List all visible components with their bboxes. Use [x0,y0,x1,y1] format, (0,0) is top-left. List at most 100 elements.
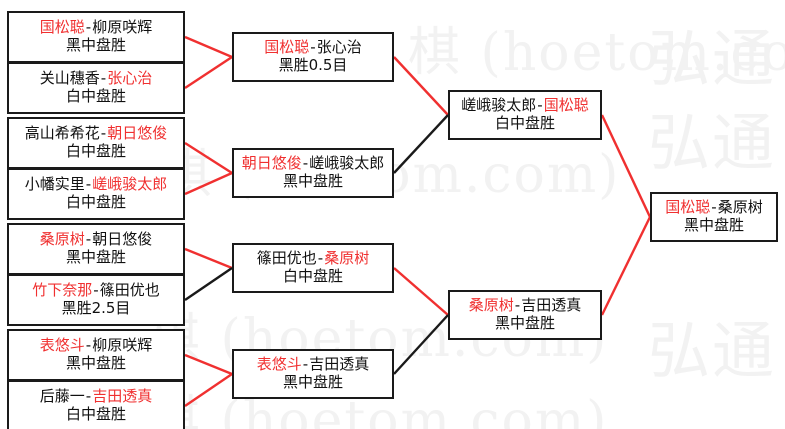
bracket-connector [184,373,233,407]
match-result: 白中盘胜 [282,267,343,285]
player-right: 桑原树 [717,198,763,217]
match-result: 白中盘胜 [65,87,126,105]
bracket-connector [184,353,233,376]
match-box[interactable]: 竹下奈那-篠田优也黑胜2.5目 [7,274,185,326]
match-result: 白中盘胜 [494,114,555,132]
versus-separator: - [85,230,92,249]
versus-separator: - [711,198,717,217]
match-pairing: 国松聪-柳原咲辉 [39,18,153,37]
match-result: 白中盘胜 [65,142,126,160]
match-pairing: 高山希希花-朝日悠俊 [24,124,168,143]
player-left: 国松聪 [39,18,85,37]
match-pairing: 朝日悠俊-嵯峨骏太郎 [241,154,385,173]
match-result: 黑中盘胜 [683,216,744,234]
bracket-connector [184,141,233,175]
player-left: 篠田优也 [256,249,317,268]
player-left: 国松聪 [264,38,310,57]
match-result: 黑中盘胜 [65,36,126,54]
bracket-connector [393,314,449,375]
bracket-connector [393,267,449,316]
match-box[interactable]: 高山希希花-朝日悠俊白中盘胜 [7,117,185,169]
player-left: 表悠斗 [39,336,85,355]
match-pairing: 关山穗香-张心治 [40,69,153,88]
player-left: 桑原树 [39,230,85,249]
player-right: 朝日悠俊 [107,124,168,143]
match-pairing: 嵯峨骏太郎-国松聪 [461,96,589,115]
player-right: 吉田透真 [92,387,153,406]
versus-separator: - [85,175,92,194]
match-pairing: 表悠斗-柳原咲辉 [39,336,153,355]
player-left: 高山希希花 [24,124,100,143]
versus-separator: - [100,69,107,88]
player-left: 朝日悠俊 [241,154,302,173]
match-box[interactable]: 表悠斗-柳原咲辉黑中盘胜 [7,329,185,381]
match-result: 白中盘胜 [65,405,126,423]
bracket-connector [184,247,233,270]
player-right: 柳原咲辉 [92,336,153,355]
versus-separator: - [85,336,92,355]
versus-separator: - [93,281,99,300]
match-result: 白中盘胜 [65,193,126,211]
match-box[interactable]: 嵯峨骏太郎-国松聪白中盘胜 [448,90,602,140]
bracket-connector [184,55,233,90]
match-result: 黑中盘胜 [65,248,126,266]
player-right: 柳原咲辉 [92,18,153,37]
match-box[interactable]: 桑原树-吉田透真黑中盘胜 [448,290,602,340]
player-right: 张心治 [107,69,153,88]
bracket-connector [393,56,449,116]
match-pairing: 表悠斗-吉田透真 [256,355,370,374]
match-result: 黑中盘胜 [494,314,555,332]
player-left: 小幡实里 [24,175,85,194]
match-pairing: 竹下奈那-篠田优也 [32,281,160,300]
match-pairing: 后藤一-吉田透真 [40,387,153,406]
match-box[interactable]: 朝日悠俊-嵯峨骏太郎黑中盘胜 [232,148,394,198]
match-result: 黑中盘胜 [282,373,343,391]
match-box[interactable]: 国松聪-张心治黑胜0.5目 [232,32,394,82]
match-result: 黑中盘胜 [282,172,343,190]
player-right: 吉田透真 [309,355,370,374]
player-right: 吉田透真 [521,296,582,315]
match-box[interactable]: 小幡实里-嵯峨骏太郎白中盘胜 [7,168,185,220]
player-right: 篠田优也 [99,281,160,300]
match-pairing: 桑原树-吉田透真 [468,296,582,315]
match-pairing: 小幡实里-嵯峨骏太郎 [24,175,168,194]
match-box[interactable]: 篠田优也-桑原树白中盘胜 [232,243,394,293]
match-result: 黑胜2.5目 [61,299,131,317]
match-box[interactable]: 后藤一-吉田透真白中盘胜 [7,380,185,429]
player-left: 国松聪 [665,198,711,217]
bracket-connector [393,114,449,174]
versus-separator: - [514,296,521,315]
match-box[interactable]: 桑原树-朝日悠俊黑中盘胜 [7,223,185,275]
player-right: 嵯峨骏太郎 [309,154,385,173]
versus-separator: - [302,355,309,374]
bracket-connector [184,267,233,301]
player-right: 桑原树 [324,249,370,268]
versus-separator: - [317,249,324,268]
player-left: 竹下奈那 [32,281,93,300]
bracket-connector [600,114,652,218]
match-pairing: 国松聪-桑原树 [665,198,763,217]
versus-separator: - [302,154,309,173]
player-right: 国松聪 [543,96,589,115]
match-box[interactable]: 关山穗香-张心治白中盘胜 [7,62,185,114]
versus-separator: - [537,96,543,115]
player-left: 表悠斗 [256,355,302,374]
bracket-connector [600,216,652,316]
player-left: 桑原树 [468,296,514,315]
match-pairing: 桑原树-朝日悠俊 [39,230,153,249]
match-box[interactable]: 国松聪-桑原树黑中盘胜 [650,192,778,242]
match-result: 黑中盘胜 [65,354,126,372]
player-right: 张心治 [316,38,362,57]
match-result: 黑胜0.5目 [278,56,348,74]
player-right: 嵯峨骏太郎 [92,175,168,194]
match-box[interactable]: 表悠斗-吉田透真黑中盘胜 [232,349,394,399]
match-pairing: 国松聪-张心治 [264,38,362,57]
player-left: 嵯峨骏太郎 [461,96,537,115]
bracket-connector [184,35,233,59]
versus-separator: - [310,38,316,57]
player-right: 朝日悠俊 [92,230,153,249]
match-box[interactable]: 国松聪-柳原咲辉黑中盘胜 [7,11,185,63]
match-pairing: 篠田优也-桑原树 [256,249,370,268]
